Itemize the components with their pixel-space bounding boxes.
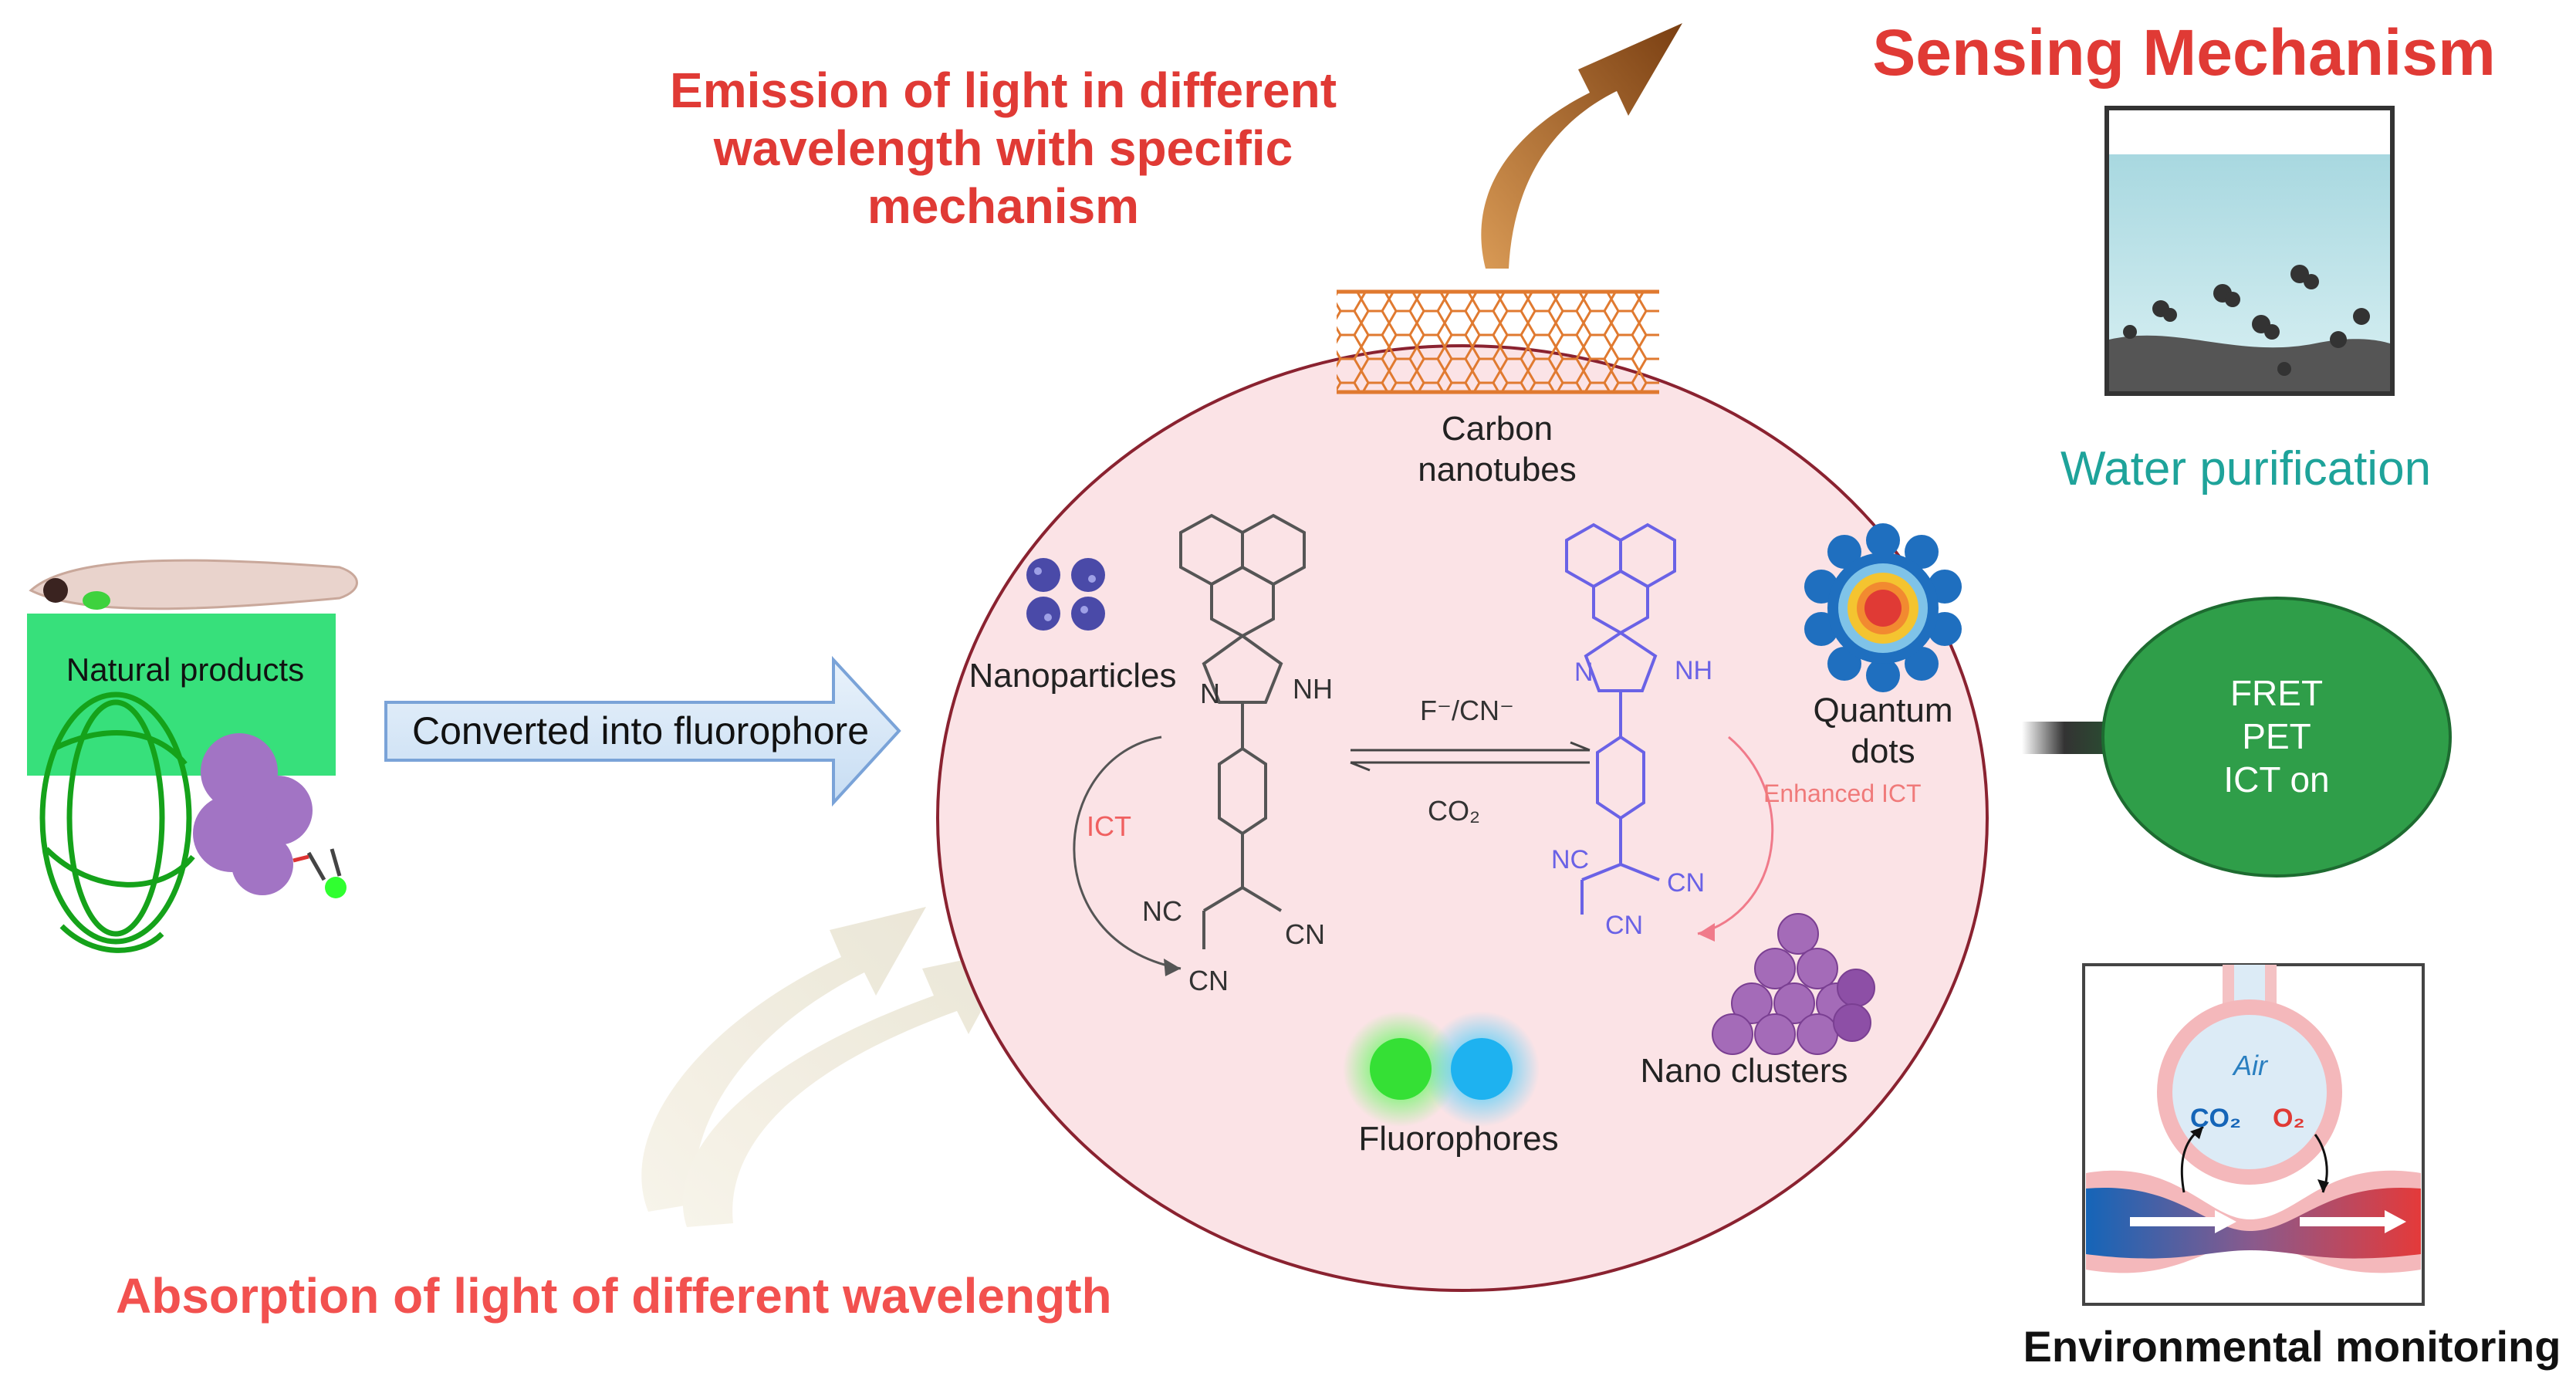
emission-text: Emission of light in different wavelengt…	[610, 62, 1397, 235]
left-nh-label: NH	[1293, 673, 1333, 705]
quantum-line-2: dots	[1851, 732, 1915, 770]
right-n-label: N	[1574, 658, 1594, 687]
right-nc-label: NC	[1551, 845, 1590, 874]
sensing-mechanism-title: Sensing Mechanism	[1872, 16, 2496, 89]
emission-line-2: wavelength with specific	[713, 120, 1293, 176]
right-nh-label: NH	[1675, 656, 1713, 685]
mechanism-oval-text: FRET PET ICT on	[2099, 671, 2454, 801]
left-cn1-label: CN	[1285, 918, 1325, 950]
environmental-monitoring-label: Environmental monitoring	[2023, 1322, 2561, 1371]
nano-clusters-icon	[1712, 913, 1875, 1055]
equilibrium-top-label: F⁻/CN⁻	[1420, 695, 1514, 726]
absorption-arrows	[641, 907, 1015, 1227]
environment-panel	[2082, 963, 2425, 1306]
molecule-left	[1179, 513, 1306, 949]
o2-label: O₂	[2273, 1104, 2305, 1133]
fluorophores-icon	[1343, 1011, 1540, 1127]
nanoparticles-icon	[1026, 558, 1105, 631]
left-nc-label: NC	[1142, 895, 1182, 927]
air-label: Air	[2233, 1050, 2267, 1081]
natural-products-label: Natural products	[66, 651, 305, 688]
ict-label: ICT	[1087, 810, 1131, 842]
enhanced-ict-arrow	[1697, 736, 1773, 935]
absorption-text: Absorption of light of different wavelen…	[116, 1268, 1112, 1324]
nano-clusters-label: Nano clusters	[1640, 1052, 1848, 1090]
emission-line-1: Emission of light in different	[670, 63, 1337, 118]
equilibrium-arrows	[1350, 741, 1591, 772]
mechanism-ict: ICT on	[2223, 759, 2330, 800]
convert-arrow	[384, 655, 901, 807]
carbon-nanotube	[1337, 289, 1659, 394]
purple-protein-icon	[193, 733, 313, 895]
natural-products-box	[27, 614, 336, 776]
gfp-protein-icon	[39, 692, 195, 953]
emission-line-3: mechanism	[867, 178, 1140, 234]
nanoparticles-label: Nanoparticles	[969, 657, 1177, 695]
right-cn2-label: CN	[1605, 911, 1644, 940]
quantum-dot-icon	[1804, 523, 1962, 692]
antibody-icon	[292, 848, 342, 881]
mechanism-oval	[2101, 597, 2452, 878]
co2-label: CO₂	[2190, 1104, 2242, 1133]
carbon-line-2: nanotubes	[1418, 450, 1577, 489]
molecule-right	[1565, 522, 1676, 915]
water-beaker	[2104, 106, 2395, 396]
carbon-nanotubes-label: Carbon nanotubes	[1381, 409, 1613, 491]
left-cn2-label: CN	[1188, 965, 1229, 996]
emission-arrow	[1481, 23, 1682, 269]
zebrafish-icon	[29, 559, 358, 610]
water-purification-label: Water purification	[2060, 442, 2432, 495]
quantum-line-1: Quantum	[1813, 692, 1953, 729]
fluorophores-label: Fluorophores	[1358, 1120, 1559, 1158]
carbon-line-1: Carbon	[1441, 410, 1553, 448]
ict-arrow-left	[1073, 736, 1182, 970]
right-cn1-label: CN	[1667, 868, 1706, 898]
converted-label: Converted into fluorophore	[411, 709, 870, 752]
quantum-dots-label: Quantum dots	[1794, 691, 1972, 773]
enhanced-ict-label: Enhanced ICT	[1763, 779, 1922, 807]
mechanism-pet: PET	[2242, 716, 2311, 757]
left-n-label: N	[1200, 678, 1220, 709]
mechanism-fret: FRET	[2229, 673, 2324, 713]
equilibrium-bottom-label: CO₂	[1428, 795, 1480, 827]
